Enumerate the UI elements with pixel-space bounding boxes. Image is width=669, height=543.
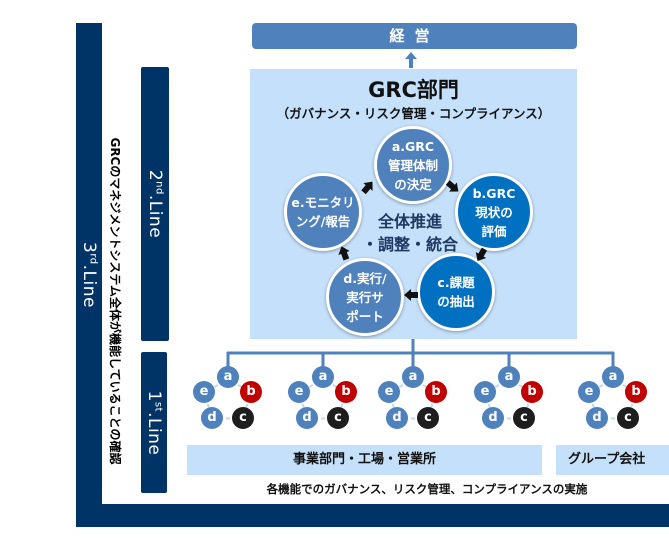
step-b-line3: 評価 (481, 223, 507, 239)
third-line-bar: 3rd.Line (76, 23, 102, 527)
step-c-line1: c.課題 (437, 275, 475, 290)
unit-cycle-node-c: c (617, 407, 639, 429)
third-line-bottom-bar (76, 504, 669, 527)
unit-cycle-node-c: c (232, 407, 254, 429)
unit-cycle-link (225, 418, 230, 420)
unit-cycle-node-c: c (327, 407, 349, 429)
unit-cycle-node-d: d (586, 407, 608, 429)
grc-subtitle: （ガバナンス・リスク管理・コンプライアンス） (276, 106, 551, 121)
cycle-step-c: c.課題の抽出 (417, 253, 495, 331)
up-arrow-icon (405, 52, 417, 68)
unit-cycle-node-d: d (482, 407, 504, 429)
unit-cycle-link (610, 418, 615, 420)
unit-cycle-node-a: a (602, 366, 624, 388)
unit-cycle-node-a: a (217, 366, 239, 388)
cycle-arrow-b-to-c-icon (475, 247, 488, 262)
unit-cycle-node-c: c (513, 407, 535, 429)
unit-cycle-node-d: d (201, 407, 223, 429)
unit-cycle-node-b: b (425, 381, 447, 403)
unit-cycle-node-e: e (378, 381, 400, 403)
unit-cycle-node-b: b (240, 381, 262, 403)
unit-cycle-node-e: e (193, 381, 215, 403)
cycle-step-a: a.GRC 管理体制の決定 (374, 126, 452, 204)
cycle-arrow-c-to-d-icon (404, 289, 418, 301)
unit-cycle-node-a: a (312, 366, 334, 388)
cycle-step-d: d.実行/実行サポート (326, 258, 404, 336)
first-line-bar: 1st.Line (141, 352, 167, 493)
cycle-step-e: e.モニタリング/報告 (284, 173, 362, 251)
unit-cycle-node-a: a (498, 366, 520, 388)
step-e-line1: e.モニタリ (291, 195, 355, 210)
unit-cycle-node-e: e (578, 381, 600, 403)
step-e-line2: ング/報告 (295, 214, 351, 229)
business-units-box: 事業部門・工場・営業所 (187, 445, 542, 475)
cycle-step-b: b.GRC 現状の評価 (455, 173, 533, 251)
unit-cycle-link (320, 418, 325, 420)
step-a-line2: 管理体制 (387, 157, 438, 173)
unit-cycle-node-d: d (296, 407, 318, 429)
step-a-line1: a.GRC (391, 138, 435, 154)
step-d-line2: 実行サ (346, 289, 384, 305)
cycle-center-line2: ・調整・統合 (361, 235, 458, 254)
step-d-line3: ポート (346, 308, 384, 324)
unit-cycle-node-a: a (402, 366, 424, 388)
unit-cycle-node-e: e (288, 381, 310, 403)
cycle-arrow-a-to-b-icon (445, 180, 459, 192)
step-b-line1: b.GRC (472, 185, 516, 201)
cycle-center-line1: 全体推進 (377, 212, 442, 231)
implementation-text: 各機能でのガバナンス、リスク管理、コンプライアンスの実施 (266, 482, 588, 496)
cycle-arrow-d-to-e-icon (338, 246, 350, 261)
step-d-line1: d.実行/ (343, 270, 387, 286)
unit-cycle-node-b: b (335, 381, 357, 403)
step-b-line2: 現状の (475, 204, 513, 220)
second-line-bar: 2nd.Line (141, 67, 169, 341)
grc-title: GRC部門 (368, 78, 459, 102)
step-a-line3: の決定 (394, 176, 432, 192)
unit-cycle-node-c: c (417, 407, 439, 429)
unit-cycle-link (410, 418, 415, 420)
unit-cycle-node-d: d (386, 407, 408, 429)
unit-cycle-node-b: b (625, 381, 647, 403)
unit-cycle-node-e: e (474, 381, 496, 403)
management-box: 経営 (252, 23, 577, 49)
unit-cycle-node-b: b (521, 381, 543, 403)
group-companies-box: グループ会社 (556, 445, 669, 475)
cycle-arrow-e-to-a-icon (361, 181, 373, 195)
step-c-line2: の抽出 (437, 294, 475, 309)
unit-cycle-link (506, 418, 511, 420)
